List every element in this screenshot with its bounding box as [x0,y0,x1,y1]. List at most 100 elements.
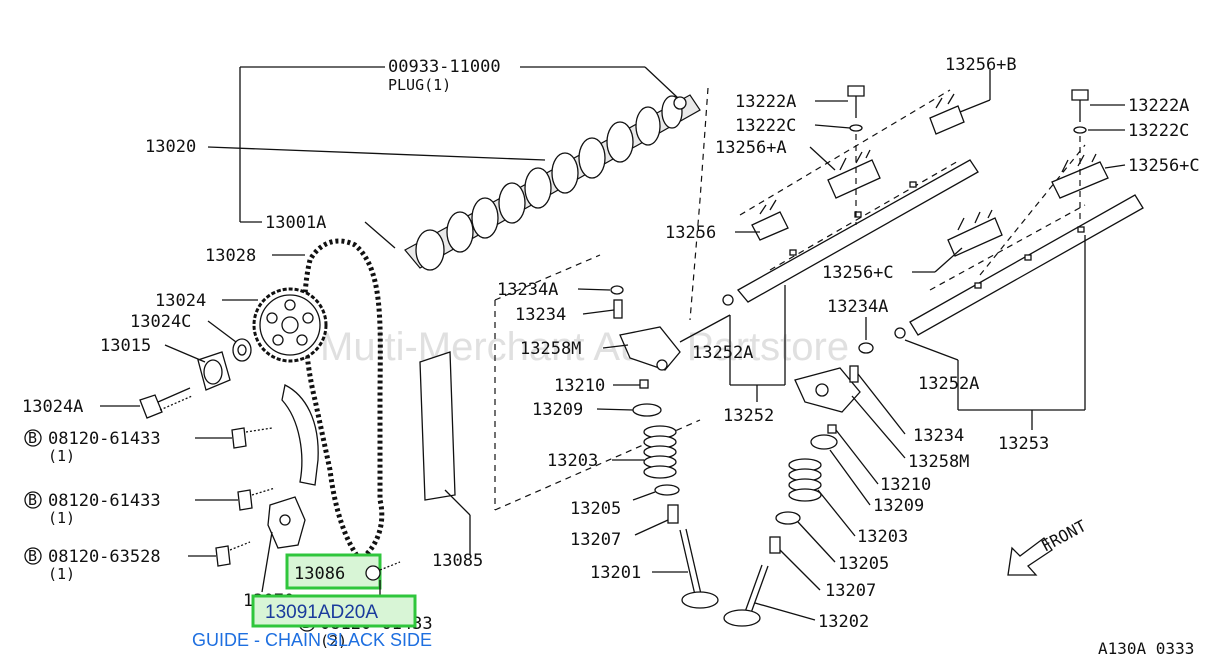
label-13086: 13086 [294,564,345,584]
watermark: Multi-Merchant Auto Partstore [320,325,849,369]
label-13222a-left: 13222A [735,92,796,112]
bolt-13222a-left[interactable] [847,85,865,118]
label-13020: 13020 [145,137,196,157]
label-bolt-1: 08120-61433 [48,429,161,449]
label-13258m-left: 13258M [520,339,581,359]
nut-13234a-right[interactable] [858,342,874,354]
spring-seat-13209-left[interactable] [632,403,662,417]
retainer-13210-left[interactable] [639,379,649,389]
label-13203-left: 13203 [547,451,598,471]
label-13205-left: 13205 [570,499,621,519]
label-00933-11000: 00933-11000 [388,57,501,77]
label-13252: 13252 [723,406,774,426]
cam-bracket-13015[interactable] [197,351,231,391]
washer-13222c-left[interactable] [849,124,863,132]
washer-13024c[interactable] [232,338,252,362]
diagram-ref-code: A130A 0333 [1098,639,1194,658]
seal-13207-left[interactable] [667,504,679,524]
label-bolt-3: 08120-63528 [48,547,161,567]
label-13252a-left: 13252A [692,343,753,363]
intake-valve-13201[interactable] [679,528,719,609]
rocker-arm-13258m-right[interactable] [794,367,861,413]
label-13202: 13202 [818,612,869,632]
bolt-13086[interactable] [365,565,381,581]
guide-slack[interactable] [281,384,319,486]
bolt-13222a-right[interactable] [1071,89,1089,122]
rocker-arm-13256a[interactable] [827,149,881,199]
retainer-13210-right[interactable] [827,424,837,434]
label-13234-left: 13234 [515,305,566,325]
adjuster-13234-left[interactable] [613,299,623,319]
highlight-part-number[interactable] [251,594,417,628]
label-13024c: 13024C [130,312,191,332]
label-13253: 13253 [998,434,1049,454]
camshaft[interactable] [404,94,701,271]
label-13201: 13201 [590,563,641,583]
label-13001a: 13001A [265,213,326,233]
circle-b-1: B [28,429,37,447]
circle-b-3: B [28,547,37,565]
highlight-part-number-text: 13091AD20A [265,602,378,623]
exhaust-valve-13202[interactable] [723,564,769,627]
valve-spring-13203-right[interactable] [788,458,822,502]
label-13222c-left: 13222C [735,116,796,136]
seat-13205-left[interactable] [654,484,680,496]
rocker-shaft-13253[interactable] [894,194,1144,339]
circle-b-2: B [28,491,37,509]
label-13256c-mid: 13256+C [822,263,894,283]
seat-13205-right[interactable] [775,511,801,525]
rocker-arm-13258m-left[interactable] [619,326,681,371]
label-plug: PLUG(1) [388,76,451,94]
label-13256b: 13256+B [945,55,1017,75]
rocker-shaft-13252[interactable] [722,159,979,306]
label-13256a: 13256+A [715,138,787,158]
label-bolt-2: 08120-61433 [48,491,161,511]
label-13203-right: 13203 [857,527,908,547]
bolt-2[interactable] [237,487,276,511]
label-13024a: 13024A [22,397,83,417]
adjuster-13234-right[interactable] [849,365,859,383]
label-13234a-right: 13234A [827,297,888,317]
label-front: FRONT [1038,516,1090,556]
label-13028: 13028 [205,246,256,266]
label-13210-right: 13210 [880,475,931,495]
bolt-1[interactable] [231,427,273,449]
chain-tensioner-13070[interactable] [267,496,306,549]
timing-chain[interactable] [302,238,385,564]
label-13015: 13015 [100,336,151,356]
rocker-arm-13256b[interactable] [929,93,965,135]
label-bolt-2-qty: (1) [48,509,75,527]
part-caption: GUIDE - CHAIN SLACK SIDE [192,630,432,650]
bolt-13024a[interactable] [139,387,193,419]
label-13222c-right: 13222C [1128,121,1189,141]
label-13205-right: 13205 [838,554,889,574]
label-13258m-right: 13258M [908,452,969,472]
label-13085: 13085 [432,551,483,571]
label-13252a-right: 13252A [918,374,979,394]
tension-guide-13085[interactable] [419,351,456,501]
cam-sprocket[interactable] [252,287,328,363]
label-13207-left: 13207 [570,530,621,550]
rocker-arm-13256[interactable] [751,199,789,241]
nut-13234a-left[interactable] [610,285,624,295]
spring-seat-13209-right[interactable] [810,434,838,450]
label-13234a-left: 13234A [497,280,558,300]
label-13222a-right: 13222A [1128,96,1189,116]
bolt-3[interactable] [215,541,251,567]
label-13209-right: 13209 [873,496,924,516]
label-13207-right: 13207 [825,581,876,601]
label-13210-left: 13210 [554,376,605,396]
label-bolt-4-qty: (2) [320,632,347,650]
washer-13222c-right[interactable] [1073,126,1087,134]
label-bolt-3-qty: (1) [48,565,75,583]
label-13234-right: 13234 [913,426,964,446]
label-13024: 13024 [155,291,206,311]
label-13256c-right: 13256+C [1128,156,1200,176]
label-13256: 13256 [665,223,716,243]
rocker-arm-13256c-mid[interactable] [947,209,1003,257]
label-13209-left: 13209 [532,400,583,420]
label-bolt-1-qty: (1) [48,447,75,465]
valve-spring-13203-left[interactable] [643,425,677,479]
seal-13207-right[interactable] [769,536,781,554]
